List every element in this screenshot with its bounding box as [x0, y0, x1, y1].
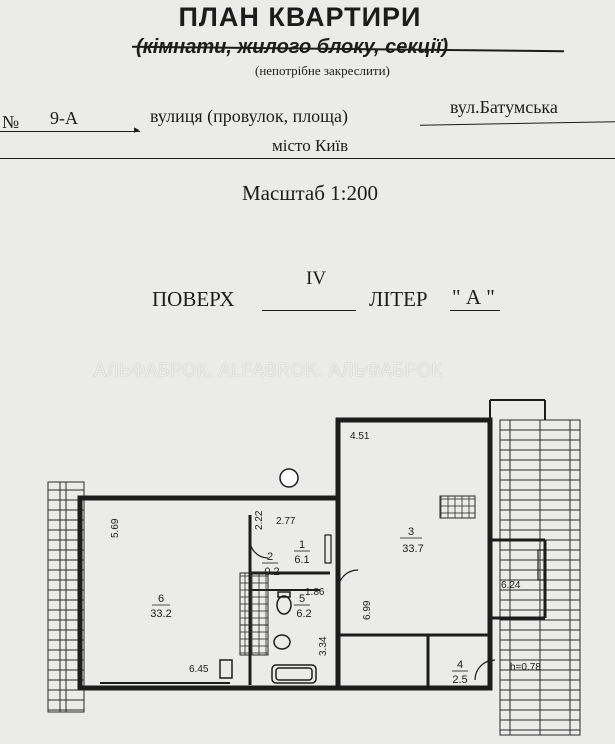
arrow-mark: ▸	[134, 124, 140, 136]
dimension-labels: 4.51 5.69 2.22 2.77 6.99 6.24 1.86 3.34 …	[110, 431, 541, 675]
floor-value: IV	[306, 268, 327, 289]
floor-plan: 6 33.2 1 6.1 2 0.2 5 6.2 3 33.7 4 2.5 4.…	[47, 399, 581, 736]
number-label: №	[2, 112, 20, 132]
staircase-right	[499, 419, 581, 736]
strike-note: (непотрібне закреслити)	[255, 63, 390, 78]
room-6-number: 6	[158, 593, 164, 605]
dim-h-0-78: h=0.78	[510, 662, 541, 673]
number-value: 9-А	[50, 108, 78, 128]
scale-label: Масштаб 1:200	[242, 181, 379, 205]
liter-label: ЛІТЕР	[369, 287, 428, 311]
room-5-area: 6.2	[296, 608, 311, 620]
document-title: ПЛАН КВАРТИРИ	[178, 2, 422, 32]
street-label: вулиця (провулок, площа)	[150, 106, 349, 126]
room-3-area: 33.7	[402, 543, 423, 555]
address-underline	[0, 158, 615, 159]
liter-underline	[450, 310, 500, 311]
room-2-area: 0.2	[264, 566, 279, 578]
liter-value: " А "	[452, 285, 495, 309]
room-labels: 6 33.2 1 6.1 2 0.2 5 6.2 3 33.7 4 2.5	[150, 526, 468, 686]
kitchen-tiles	[239, 495, 476, 656]
room-3-number: 3	[408, 526, 414, 538]
dim-2-22: 2.22	[254, 510, 265, 530]
dim-3-34: 3.34	[318, 636, 329, 656]
walls	[77, 399, 547, 691]
dim-6-24: 6.24	[501, 580, 521, 591]
street-underline	[420, 121, 615, 126]
bathroom-fixtures	[219, 591, 317, 684]
floor-label: ПОВЕРХ	[152, 287, 235, 311]
vent-circle	[279, 468, 299, 488]
room-4-area: 2.5	[452, 674, 467, 686]
street-value: вул.Батумська	[450, 97, 558, 117]
dim-4-51: 4.51	[350, 431, 370, 442]
room-5-number: 5	[299, 593, 305, 605]
city: місто Київ	[272, 136, 349, 155]
room-2-number: 2	[267, 551, 273, 563]
room-6-area: 33.2	[150, 608, 171, 620]
dim-6-45: 6.45	[189, 664, 209, 675]
room-1-number: 1	[299, 539, 305, 551]
doors	[249, 534, 545, 681]
dim-6-99: 6.99	[362, 600, 373, 620]
dim-1-86: 1.86	[305, 587, 325, 598]
room-1-area: 6.1	[294, 554, 309, 566]
dim-2-77: 2.77	[276, 516, 296, 527]
floor-underline	[262, 310, 356, 311]
room-4-number: 4	[457, 659, 463, 671]
watermark: АЛЬФАБРОК. ALFABROK. АЛЬФАБРОК	[94, 360, 443, 380]
number-underline	[0, 131, 140, 132]
dim-5-69: 5.69	[110, 518, 121, 538]
